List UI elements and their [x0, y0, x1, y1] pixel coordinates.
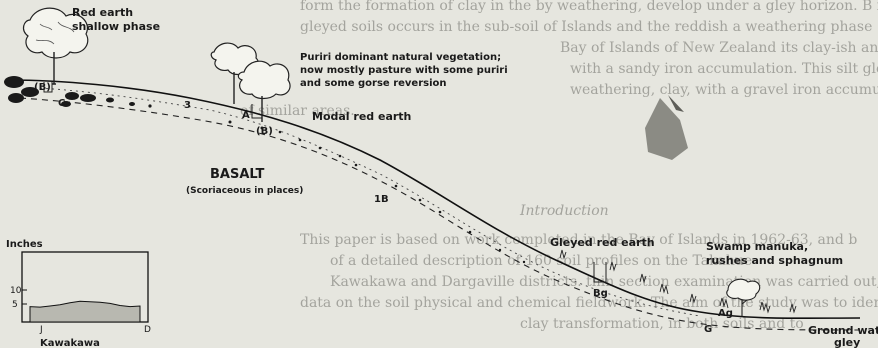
background-heading: Introduction — [519, 203, 609, 219]
horizon-label: C — [58, 98, 65, 109]
background-line: form the formation of clay in the by wea… — [300, 0, 878, 14]
label-ground-water-gley: gley — [834, 336, 860, 348]
inset-tick-10: 10 — [10, 286, 22, 296]
label-swamp: rushes and sphagnum — [706, 254, 843, 267]
inset-month-end: D — [144, 325, 151, 335]
horizon-label: Ag — [718, 308, 733, 319]
label-scoriaceous: (Scoriaceous in places) — [186, 186, 303, 196]
background-line: of a detailed description of 160 soil pr… — [330, 253, 752, 269]
horizon-label: G — [704, 324, 712, 335]
horizon-label: Bg — [593, 288, 608, 299]
label-puriri-vegetation: now mostly pasture with some puriri — [300, 65, 508, 76]
inset-tick-mark — [22, 290, 27, 304]
horizon-label: 3 — [184, 100, 191, 111]
label-red-earth-shallow: Red earth — [72, 6, 133, 19]
horizon-label: 1B — [374, 194, 389, 205]
rainfall-inset: Inches 10 5 J D Kawakawa — [6, 239, 151, 348]
label-basalt: BASALT — [210, 167, 265, 182]
inset-month-start: J — [39, 325, 43, 335]
inset-unit-label: Inches — [6, 239, 43, 250]
horizon-label: (B) — [34, 82, 51, 93]
label-puriri-vegetation: Puriri dominant natural vegetation; — [300, 52, 501, 63]
background-page-text: form the formation of clay in the by wea… — [240, 0, 878, 332]
label-swamp: Swamp manuka, — [706, 240, 808, 253]
background-line: gleyed soils occurs in the sub-soil of I… — [300, 19, 872, 35]
inset-caption: Kawakawa — [40, 338, 100, 348]
background-line: with a sandy iron accumulation. This sil… — [570, 61, 878, 77]
label-gleyed-red-earth: Gleyed red earth — [550, 236, 655, 249]
rainfall-profile — [30, 301, 140, 322]
label-modal-red-earth: Modal red earth — [312, 110, 411, 123]
horizon-label: (B) — [256, 126, 273, 137]
background-line: Bay of Islands of New Zealand its clay-i… — [560, 40, 878, 56]
background-line: weathering, clay, with a gravel iron acc… — [570, 82, 878, 98]
label-puriri-vegetation: and some gorse reversion — [300, 78, 447, 89]
rainfall-area — [30, 301, 140, 322]
inset-tick-5: 5 — [12, 300, 18, 310]
smudge-mark — [645, 95, 688, 160]
label-red-earth-shallow-phase: shallow phase — [72, 20, 160, 33]
background-line: clay transformation, in both soils and t… — [520, 316, 804, 332]
horizon-label: A — [242, 110, 250, 121]
